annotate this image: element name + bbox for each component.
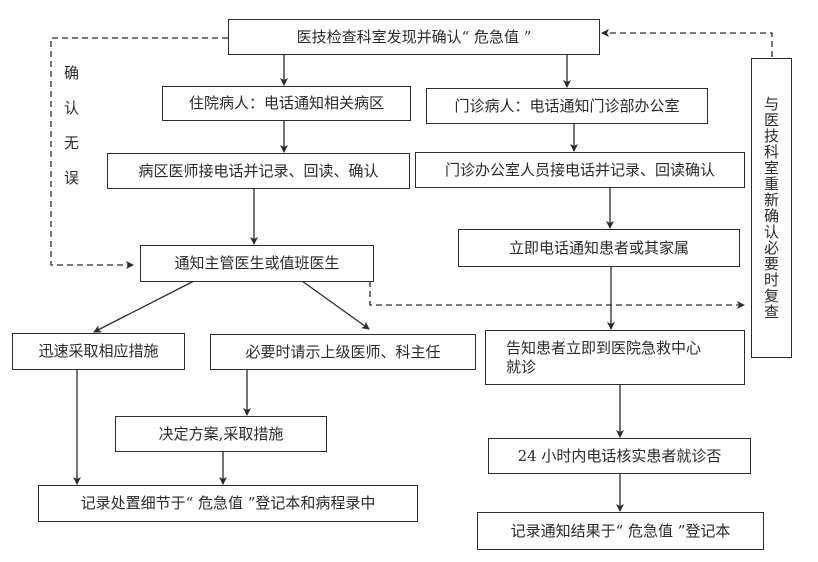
arrow-attending-to-superior [301,280,370,330]
node-verify-24h: 24 小时内电话核实患者就诊否 [488,438,751,474]
node-record-result: 记录通知结果于“ 危急值 ”登记本 [477,512,764,550]
confirm-label-4: 误 [64,169,80,187]
node-outpatient-office: 门诊办公室人员接电话并记录、回读确认 [415,152,745,188]
node-tell-patient-er: 告知患者立即到医院急救中心就诊 [485,330,745,385]
node-record-details: 记录处置细节于“ 危急值 ”登记本和病程录中 [38,485,418,522]
confirm-label-1: 确 [64,64,80,82]
node-request-superior: 必要时请示上级医师、科主任 [210,334,476,370]
dashed-attending-to-reconfirm [369,281,745,309]
node-decide-plan: 决定方案,采取措施 [115,416,327,452]
node-reconfirm: 与医技科室重新确认必要时复查 [751,58,792,358]
confirm-label-2: 认 [64,99,80,117]
node-notify-patient: 立即电话通知患者或其家属 [458,229,740,267]
node-top-discover: 医技检查科室发现并确认“ 危急值 ” [228,19,600,55]
arrow-attending-to-quick [93,280,195,333]
node-notify-attending: 通知主管医生或值班医生 [140,245,374,282]
confirm-label-3: 无 [64,134,80,152]
node-ward-doctor: 病区医师接电话并记录、回读、确认 [107,153,410,189]
node-inpatient-notify: 住院病人：电话通知相关病区 [162,86,411,121]
node-outpatient-notify: 门诊病人：电话通知门诊部办公室 [426,88,708,124]
dashed-reconfirm-to-top [601,29,773,57]
node-quick-measures: 迅速采取相应措施 [12,333,185,370]
dashed-confirm-loop [50,37,228,269]
